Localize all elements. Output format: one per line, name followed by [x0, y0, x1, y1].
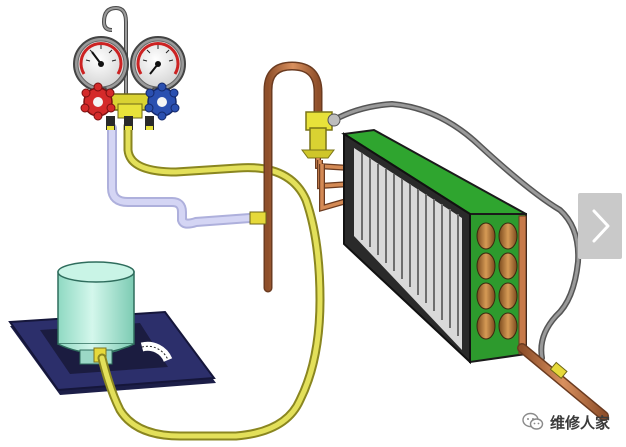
manifold-gauge-set [73, 5, 186, 130]
distributor-tubes [315, 158, 351, 212]
outlet-tube [517, 343, 609, 421]
watermark: 维修人家 [522, 410, 610, 434]
low-side-knob [80, 82, 116, 121]
wechat-icon [522, 412, 544, 430]
watermark-text: 维修人家 [550, 413, 611, 432]
chevron-right-icon [592, 209, 610, 243]
low-pressure-gauge [73, 36, 129, 97]
expansion-valve [301, 111, 341, 159]
high-pressure-gauge [130, 36, 186, 97]
evaporator-coil [341, 128, 527, 365]
refrigerant-cylinder [57, 261, 135, 365]
next-slide-button[interactable] [578, 193, 622, 259]
copper-line [249, 61, 323, 293]
access-port [249, 211, 267, 225]
high-side-knob [144, 82, 180, 121]
